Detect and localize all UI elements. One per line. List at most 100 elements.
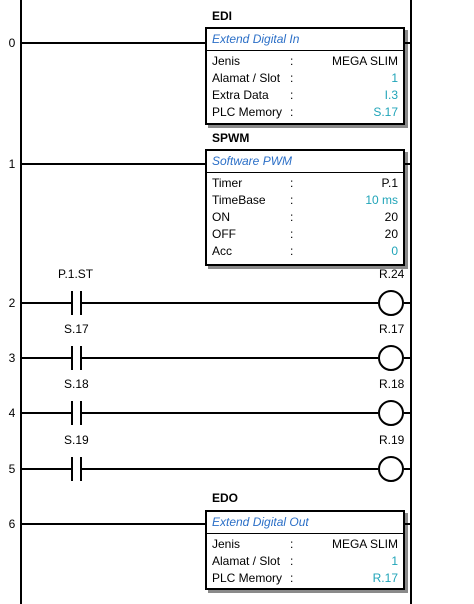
parameter-row: Jenis: MEGA SLIM — [212, 536, 398, 553]
parameter-separator: : — [290, 54, 294, 68]
parameter-row: Extra Data: I.3 — [212, 87, 398, 104]
instruction-name: EDI — [212, 9, 233, 23]
parameter-row: PLC Memory: S.17 — [212, 104, 398, 121]
parameter-value: 1 — [391, 554, 398, 568]
parameter-label: Jenis — [212, 54, 241, 68]
function-block-edi[interactable]: Extend Digital In Jenis:MEGA SLIM Alamat… — [205, 27, 405, 125]
parameter-row: OFF:20 — [212, 226, 398, 243]
contact-right-bar — [80, 291, 82, 315]
parameter-label: Extra Data — [212, 88, 269, 102]
rung-wire — [404, 302, 410, 304]
contact-left-bar — [71, 457, 73, 481]
parameter-separator: : — [290, 210, 294, 224]
contact-left-bar — [71, 346, 73, 370]
coil-address: R.24 — [379, 267, 405, 281]
parameter-value: MEGA SLIM — [331, 54, 398, 68]
rung-wire — [20, 523, 205, 525]
parameter-row: Alamat / Slot: 1 — [212, 553, 398, 570]
parameter-separator: : — [290, 105, 294, 119]
rung-wire — [20, 42, 205, 44]
rung-number: 5 — [8, 462, 16, 476]
rung-wire — [20, 412, 71, 414]
contact-address: S.17 — [64, 322, 89, 336]
contact-left-bar — [71, 291, 73, 315]
parameter-row: PLC Memory: R.17 — [212, 570, 398, 587]
parameter-value: 10 ms — [365, 193, 398, 207]
parameter-value: R.17 — [372, 571, 398, 585]
parameter-value: 20 — [384, 227, 398, 241]
parameter-separator: : — [290, 244, 294, 258]
rung-wire — [20, 357, 71, 359]
function-block-title: Software PWM — [207, 151, 403, 173]
instruction-name: EDO — [212, 491, 239, 505]
parameter-label: Jenis — [212, 537, 241, 551]
output-coil[interactable] — [378, 456, 404, 482]
parameter-separator: : — [290, 537, 294, 551]
parameter-value: 0 — [391, 244, 398, 258]
coil-address: R.18 — [379, 377, 405, 391]
parameter-row: Alamat / Slot: 1 — [212, 70, 398, 87]
parameter-row: TimeBase: 10 ms — [212, 192, 398, 209]
parameter-row: Acc: 0 — [212, 243, 398, 260]
parameter-separator: : — [290, 71, 294, 85]
parameter-value: 1 — [391, 71, 398, 85]
parameter-label: TimeBase — [212, 193, 266, 207]
rung-wire — [82, 302, 378, 304]
rung-wire — [20, 468, 71, 470]
rung-wire — [405, 523, 410, 525]
contact-address: S.18 — [64, 377, 89, 391]
parameter-label: Alamat / Slot — [212, 71, 281, 85]
contact-right-bar — [80, 457, 82, 481]
contact-right-bar — [80, 346, 82, 370]
parameter-label: ON — [212, 210, 230, 224]
rung-number: 4 — [8, 406, 16, 420]
parameter-row: ON: 20 — [212, 209, 398, 226]
rung-wire — [405, 42, 410, 44]
instruction-name: SPWM — [212, 131, 250, 145]
rung-wire — [404, 468, 410, 470]
contact-address: S.19 — [64, 433, 89, 447]
parameter-row: Jenis: MEGA SLIM — [212, 53, 398, 70]
rung-number: 2 — [8, 296, 16, 310]
parameter-value: MEGA SLIM — [331, 537, 398, 551]
rung-wire — [82, 468, 378, 470]
output-coil[interactable] — [378, 345, 404, 371]
rung-wire — [82, 412, 378, 414]
function-block-spwm[interactable]: Software PWM Timer:P.1 TimeBase:10 ms ON… — [205, 149, 405, 266]
contact-right-bar — [80, 401, 82, 425]
rung-number: 3 — [8, 351, 16, 365]
output-coil[interactable] — [378, 290, 404, 316]
rung-wire — [405, 163, 410, 165]
parameter-value: S.17 — [373, 105, 398, 119]
coil-address: R.19 — [379, 433, 405, 447]
rung-wire — [82, 357, 378, 359]
parameter-label: Timer — [212, 176, 243, 190]
contact-left-bar — [71, 401, 73, 425]
rung-wire — [20, 302, 71, 304]
function-block-edo[interactable]: Extend Digital Out Jenis: MEGA SLIM Alama… — [205, 510, 405, 590]
parameter-row: Timer:P.1 — [212, 175, 398, 192]
parameter-separator: : — [290, 227, 294, 241]
output-coil[interactable] — [378, 400, 404, 426]
coil-address: R.17 — [379, 322, 405, 336]
rung-number: 1 — [8, 157, 16, 171]
parameter-label: Alamat / Slot — [212, 554, 281, 568]
parameter-separator: : — [290, 554, 294, 568]
rung-wire — [20, 163, 205, 165]
rung-wire — [404, 357, 410, 359]
parameter-label: PLC Memory — [212, 571, 283, 585]
parameter-label: PLC Memory — [212, 105, 283, 119]
parameter-label: Acc — [212, 244, 233, 258]
function-block-title: Extend Digital Out — [207, 512, 403, 534]
contact-address: P.1.ST — [58, 267, 94, 281]
parameter-separator: : — [290, 193, 294, 207]
rung-number: 6 — [8, 517, 16, 531]
parameter-value: 20 — [384, 210, 398, 224]
right-power-rail — [410, 0, 412, 604]
parameter-value: P.1 — [381, 176, 398, 190]
parameter-separator: : — [290, 571, 294, 585]
rung-wire — [404, 412, 410, 414]
parameter-separator: : — [290, 88, 294, 102]
parameter-value: I.3 — [384, 88, 398, 102]
